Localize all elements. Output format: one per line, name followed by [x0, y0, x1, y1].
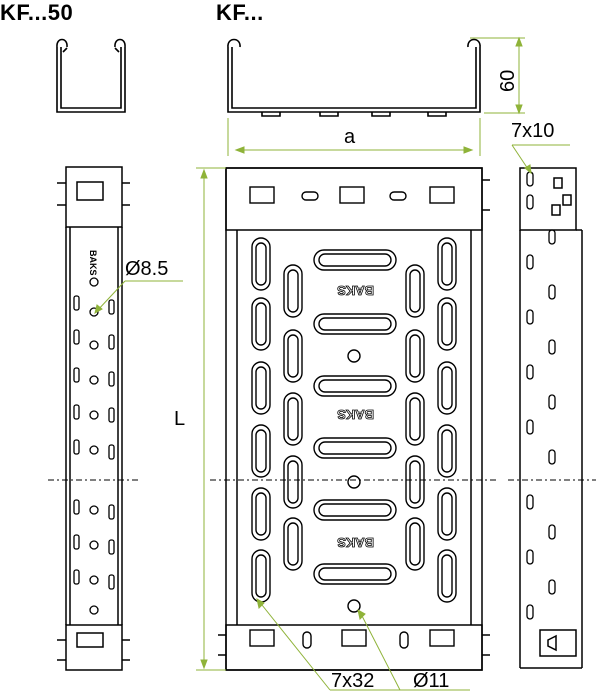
width-dimension — [227, 118, 481, 156]
kf-tray-top-slots — [249, 186, 455, 649]
dim-bottom-hole-label: Ø11 — [413, 670, 450, 692]
length-dimension — [196, 167, 226, 671]
title-kf: KF... — [216, 0, 264, 25]
brand-mark-side: BAKS — [88, 250, 98, 276]
right-side-view — [519, 167, 583, 669]
height-dimension — [470, 36, 525, 115]
kf-tray-brand-2: BAKS — [336, 407, 374, 423]
dim-width-label: a — [344, 126, 356, 148]
kf50-cross-section — [56, 38, 126, 113]
dim-length-label: L — [174, 408, 186, 430]
dim-side-hole-label: Ø8.5 — [125, 258, 169, 280]
bottom-leaders — [256, 598, 470, 691]
kf-tray-horizontal-slots — [313, 249, 397, 613]
brand-mark-3: BAKS — [337, 535, 374, 550]
dim-bottom-slots-label: 7x32 — [331, 670, 375, 692]
title-kf50: KF...50 — [0, 0, 74, 25]
right-side-slots — [526, 171, 556, 620]
side-hole-leader — [94, 280, 183, 315]
kf50-side-holes — [73, 277, 115, 615]
kf-tray-brand-1: BAKS — [336, 283, 374, 299]
kf-tray-body — [218, 167, 490, 671]
kf50-side-view — [57, 166, 130, 671]
kf-cross-section — [227, 38, 481, 117]
kf50-side-brand: BAKS — [88, 250, 98, 276]
brand-mark-1: BAKS — [337, 283, 374, 298]
dim-side-slots-label: 7x10 — [511, 120, 555, 142]
side-slots-leader — [511, 144, 570, 175]
brand-mark-2: BAKS — [337, 407, 374, 422]
kf-tray-vertical-slots — [251, 237, 457, 603]
kf-tray-brand-3: BAKS — [336, 535, 374, 551]
